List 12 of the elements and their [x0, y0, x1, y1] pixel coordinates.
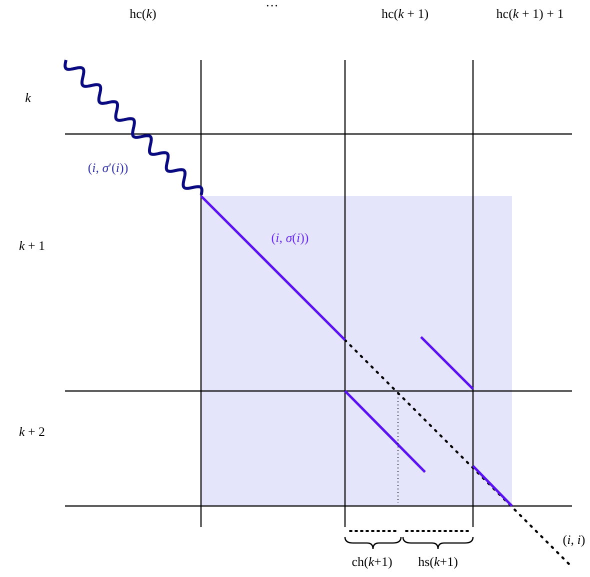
ellipsis: ··· [266, 0, 278, 14]
math-label: k + 1 [18, 238, 46, 254]
math-label: (i, σ′(i)) [88, 160, 128, 176]
math-label: hs(k+1) [418, 554, 458, 570]
math-label: (i, i) [562, 532, 586, 548]
math-label: k + 2 [18, 424, 46, 440]
math-label: (i, σ(i)) [271, 230, 309, 246]
math-label: hc(k + 1) + 1 [496, 6, 564, 22]
math-label: k [25, 90, 31, 106]
math-label: hc(k + 1) [381, 6, 429, 22]
math-label: ch(k+1) [352, 554, 392, 570]
math-label: hc(k) [130, 6, 156, 22]
